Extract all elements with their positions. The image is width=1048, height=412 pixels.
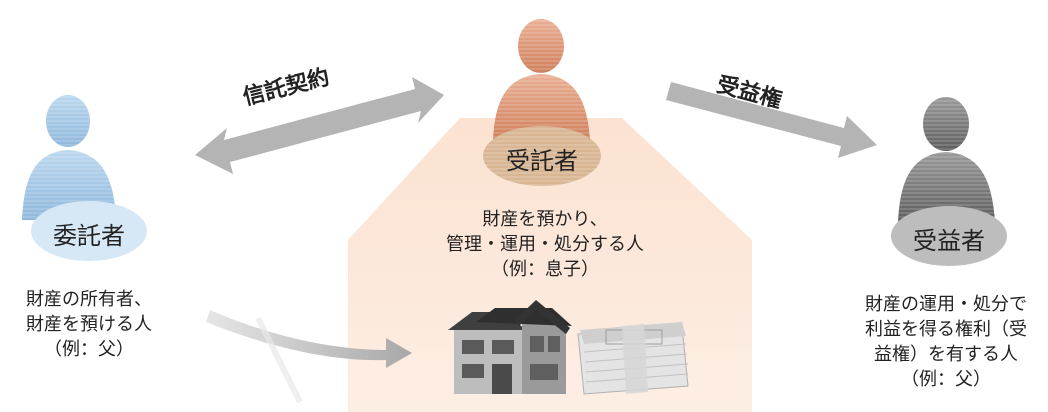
trustee-desc-line: （例：息子） bbox=[491, 259, 599, 280]
settlor-desc-line: （例：父） bbox=[44, 339, 134, 360]
trustee-desc-line: 管理・運用・処分する人 bbox=[446, 234, 644, 255]
settlor-description: 財産の所有者、 財産を預ける人 （例：父） bbox=[4, 287, 174, 362]
beneficiary-description: 財産の運用・処分で 利益を得る権利（受 益権）を有する人 （例：父） bbox=[846, 292, 1046, 392]
trustee-name: 受託者 bbox=[506, 147, 578, 175]
settlor-desc-line: 財産の所有者、 bbox=[26, 289, 152, 310]
settlor-figure bbox=[22, 95, 147, 261]
trustee-description: 財産を預かり、 管理・運用・処分する人 （例：息子） bbox=[410, 207, 680, 282]
beneficiary-figure bbox=[891, 97, 1007, 266]
trustee-desc-line: 財産を預かり、 bbox=[482, 209, 608, 230]
beneficiary-desc-line: 益権）を有する人 bbox=[874, 344, 1018, 365]
cash-stack-icon bbox=[577, 322, 689, 395]
beneficiary-desc-line: 財産の運用・処分で bbox=[865, 294, 1027, 315]
beneficiary-name: 受益者 bbox=[913, 227, 985, 255]
beneficiary-badge bbox=[891, 206, 1007, 266]
beneficiary-desc-line: 利益を得る権利（受 bbox=[865, 319, 1027, 340]
contract-double-arrow bbox=[195, 77, 444, 174]
trustee-figure bbox=[483, 19, 601, 186]
house-icon bbox=[448, 300, 572, 394]
faint-streak bbox=[255, 316, 303, 404]
beneficiary-desc-line: （例：父） bbox=[901, 369, 991, 390]
settlor-desc-line: 財産を預ける人 bbox=[26, 314, 152, 335]
settlor-badge bbox=[31, 201, 147, 261]
beneficial-interest-arrow bbox=[666, 82, 877, 158]
asset-transfer-arrow bbox=[206, 310, 412, 368]
settlor-name: 委託者 bbox=[53, 222, 125, 250]
